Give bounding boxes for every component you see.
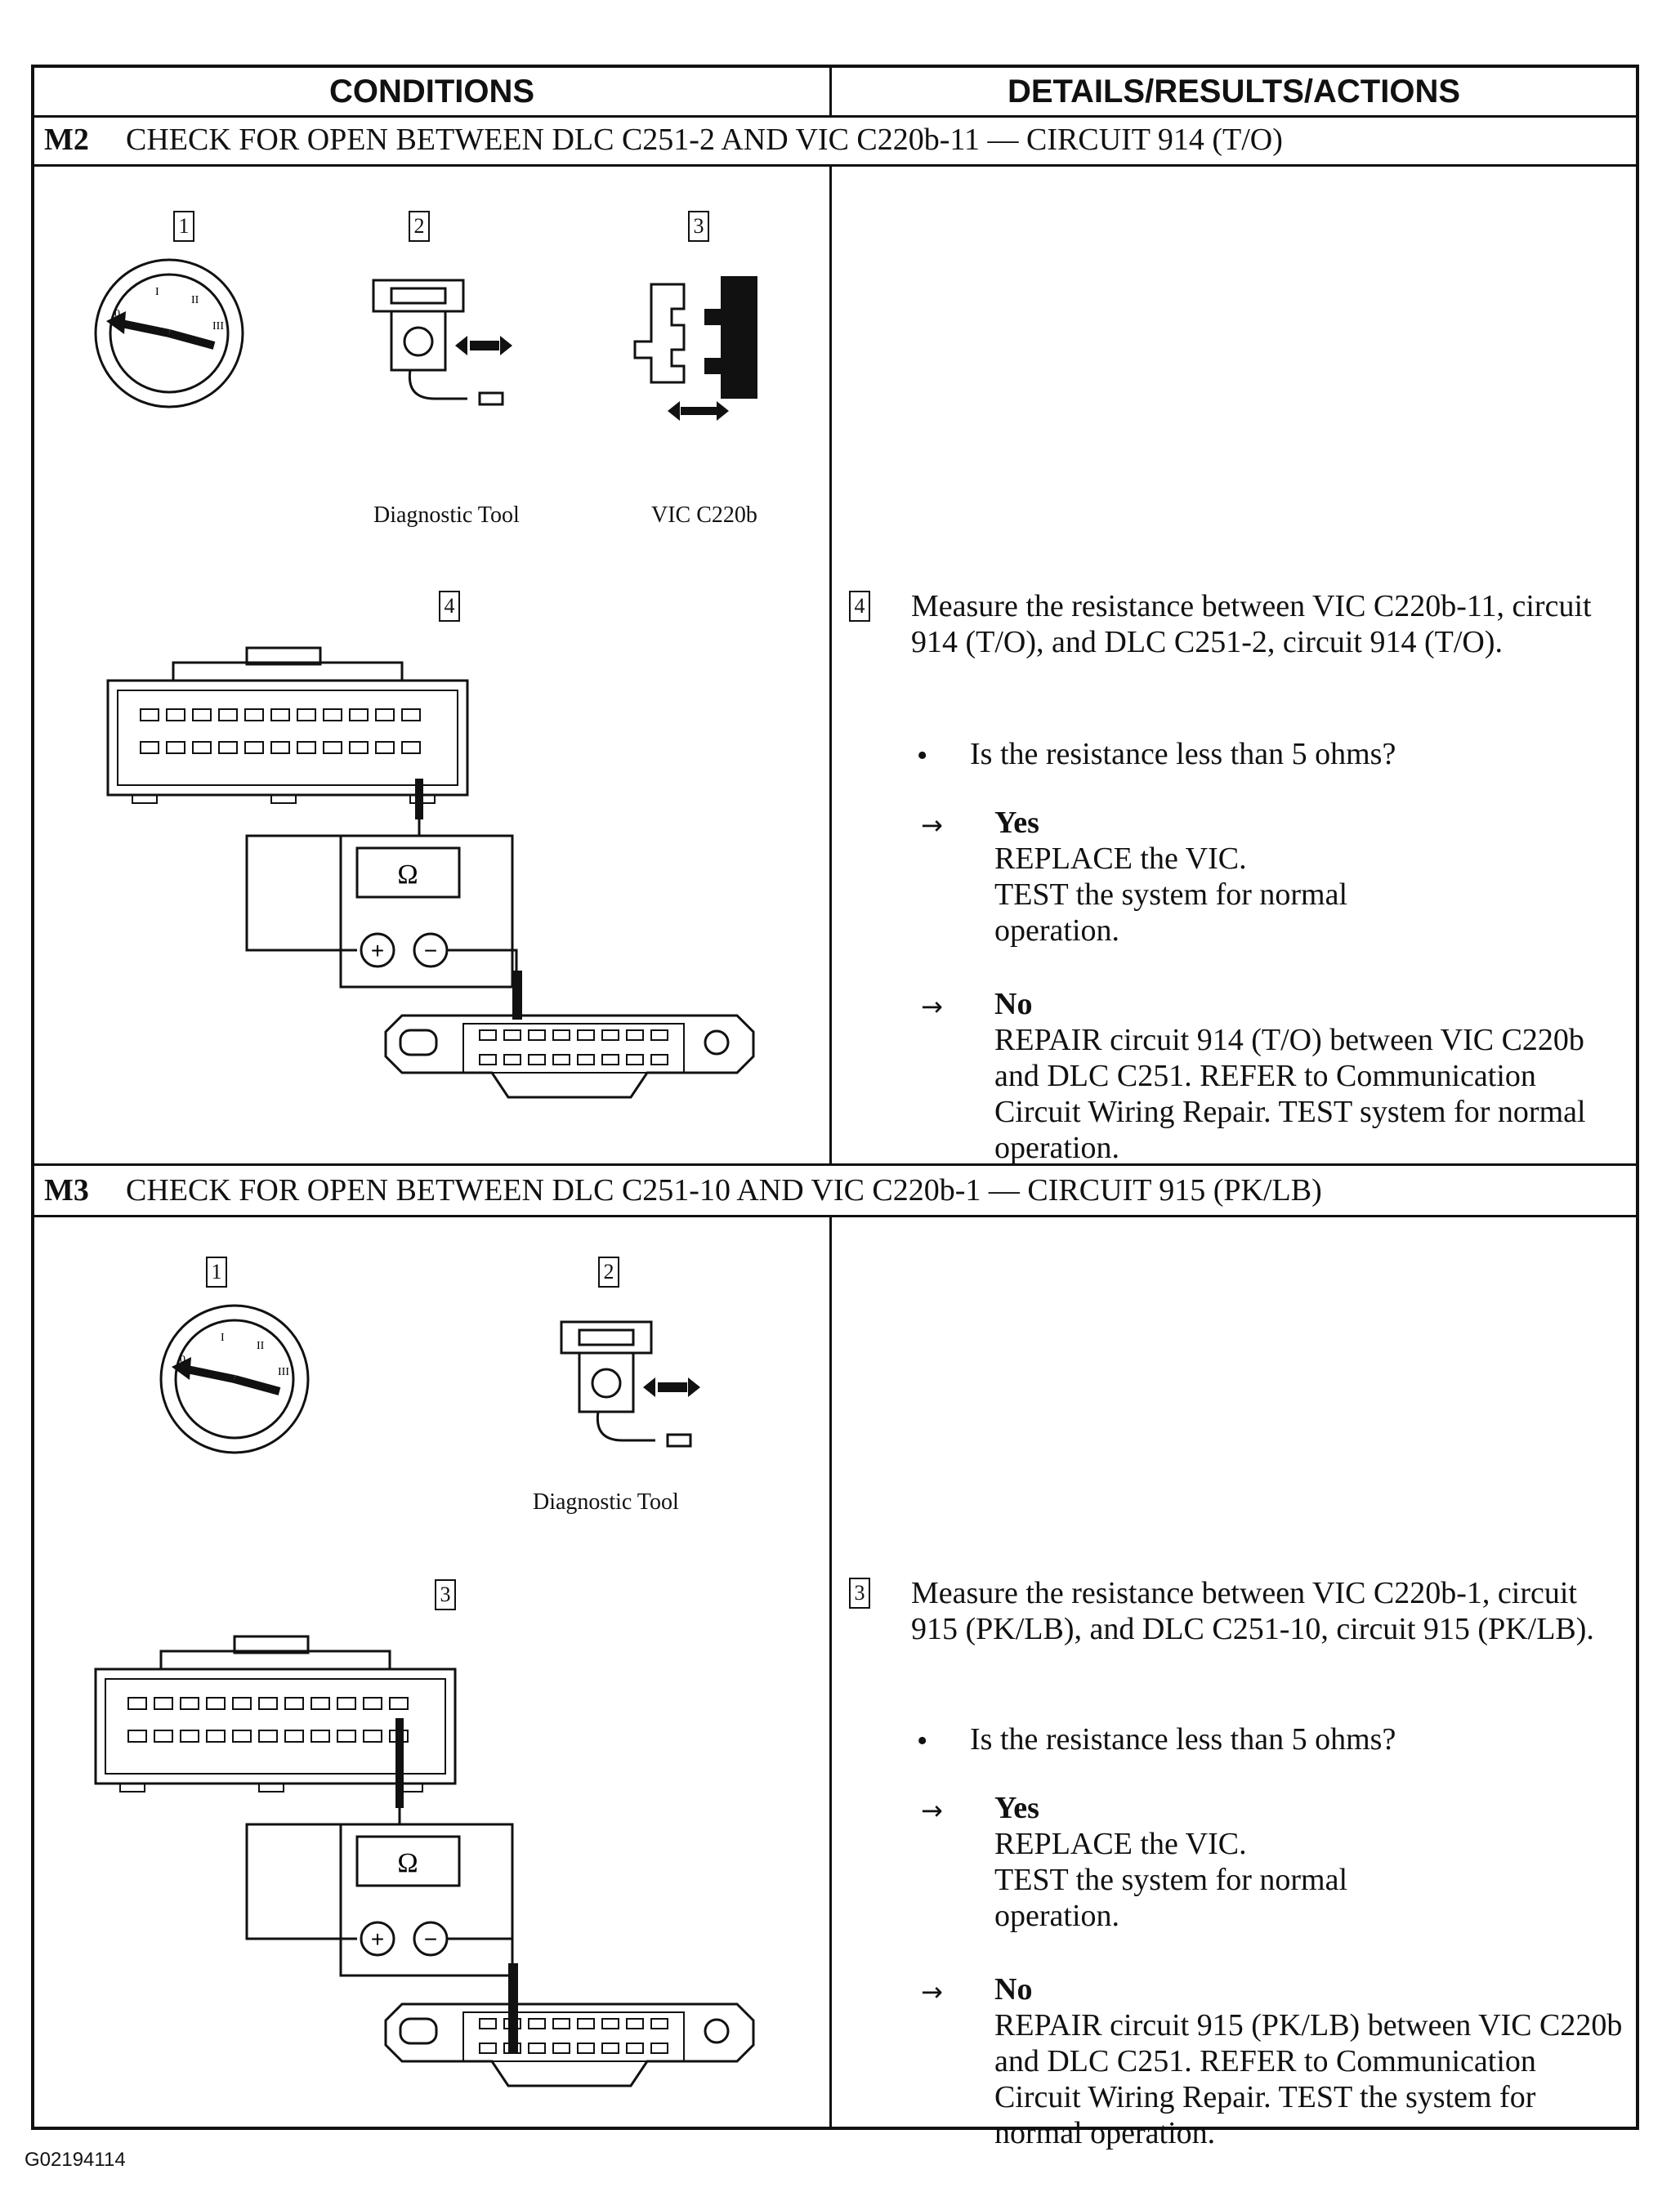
m3-no-label: No	[994, 1972, 1033, 2007]
step-m2-code: M2	[44, 123, 89, 157]
m2-fig-num-1: 1	[173, 211, 194, 242]
dlc-connector-icon	[384, 2002, 755, 2087]
conditions-heading: CONDITIONS	[34, 68, 832, 115]
svg-text:0: 0	[114, 308, 120, 320]
m2-no-text: REPAIR circuit 914 (T/O) between VIC C22…	[994, 1023, 1586, 1165]
svg-text:+: +	[371, 938, 384, 963]
svg-text:−: −	[424, 1926, 437, 1952]
svg-text:I: I	[155, 286, 159, 298]
svg-text:III: III	[278, 1366, 289, 1378]
m3-yes-text-2: TEST the system for normal operation.	[994, 1863, 1348, 1933]
m3-yes-label: Yes	[994, 1791, 1039, 1825]
step-m2-title: M2 CHECK FOR OPEN BETWEEN DLC C251-2 AND…	[34, 115, 1636, 167]
m3-fig-num-3: 3	[435, 1579, 456, 1610]
m3-question: Is the resistance less than 5 ohms?	[970, 1722, 1396, 1757]
m2-yes-label: Yes	[994, 806, 1039, 840]
m3-fig-num-2: 2	[598, 1257, 619, 1288]
svg-text:II: II	[191, 294, 199, 306]
ohmmeter-icon: Ω + −	[339, 1823, 514, 1977]
m2-no-label: No	[994, 987, 1033, 1021]
m3-bullet: •	[917, 1724, 928, 1758]
ignition-switch-icon: 0 I II III	[94, 258, 244, 409]
m2-caption-vic: VIC C220b	[651, 502, 757, 528]
step-m3-code: M3	[44, 1173, 89, 1208]
m2-column-divider	[829, 167, 832, 1163]
m3-yes-arrow: →	[921, 1795, 943, 1826]
details-heading: DETAILS/RESULTS/ACTIONS	[1007, 73, 1461, 109]
m3-fig-num-1: 1	[206, 1257, 227, 1288]
ignition-switch-icon: 0 I II III	[159, 1304, 310, 1454]
vic-connector-icon	[94, 1635, 457, 1792]
m2-question: Is the resistance less than 5 ohms?	[970, 737, 1396, 771]
m3-step-num: 3	[849, 1578, 870, 1609]
svg-text:II: II	[257, 1340, 265, 1352]
diagnostic-table: CONDITIONS DETAILS/RESULTS/ACTIONS M2 CH…	[31, 65, 1639, 2150]
m2-fig-num-3: 3	[688, 211, 709, 242]
m3-caption-diagnostic-tool: Diagnostic Tool	[533, 1489, 679, 1515]
m2-measurement-diagram: Ω + −	[106, 646, 755, 1099]
diagnostic-tool-icon	[560, 1320, 700, 1448]
m3-no-text: REPAIR circuit 915 (PK/LB) between VIC C…	[994, 2008, 1623, 2150]
table-header: CONDITIONS DETAILS/RESULTS/ACTIONS	[34, 68, 1636, 118]
m3-yes-text-1: REPLACE the VIC.	[994, 1827, 1247, 1861]
m3-no-arrow: →	[921, 1976, 943, 2007]
m3-column-divider	[829, 1215, 832, 2130]
step-m3-title: M3 CHECK FOR OPEN BETWEEN DLC C251-10 AN…	[34, 1163, 1636, 1217]
svg-text:III: III	[212, 320, 224, 333]
step-m3-title-text: CHECK FOR OPEN BETWEEN DLC C251-10 AND V…	[126, 1173, 1322, 1208]
svg-text:I: I	[221, 1332, 225, 1344]
m2-no-arrow: →	[921, 991, 943, 1022]
svg-text:−: −	[424, 938, 437, 963]
m3-ohm-symbol: Ω	[397, 1848, 418, 1878]
svg-text:+: +	[371, 1926, 384, 1952]
svg-text:0: 0	[180, 1354, 185, 1366]
figure-code: G02194114	[25, 2149, 126, 2171]
step-m2-title-text: CHECK FOR OPEN BETWEEN DLC C251-2 AND VI…	[126, 123, 1283, 157]
m3-instruction: Measure the resistance between VIC C220b…	[911, 1576, 1594, 1646]
m2-ohm-symbol: Ω	[397, 859, 418, 890]
m2-caption-diagnostic-tool: Diagnostic Tool	[373, 502, 520, 528]
dlc-connector-icon	[384, 1014, 755, 1099]
m2-instruction: Measure the resistance between VIC C220b…	[911, 589, 1592, 659]
m2-bullet: •	[917, 739, 928, 773]
diagnostic-tool-icon	[372, 279, 512, 406]
ohmmeter-icon: Ω + −	[339, 834, 514, 989]
m2-fig-num-2: 2	[409, 211, 430, 242]
m2-step-num: 4	[849, 591, 870, 622]
vic-connector-icon	[106, 646, 469, 804]
m2-yes-text-2: TEST the system for normal operation.	[994, 877, 1348, 948]
m3-measurement-diagram: Ω + −	[94, 1635, 755, 2087]
m2-yes-arrow: →	[921, 810, 943, 841]
connector-disconnect-icon	[633, 276, 757, 421]
m2-fig-num-4: 4	[439, 591, 460, 622]
m2-yes-text-1: REPLACE the VIC.	[994, 842, 1247, 876]
